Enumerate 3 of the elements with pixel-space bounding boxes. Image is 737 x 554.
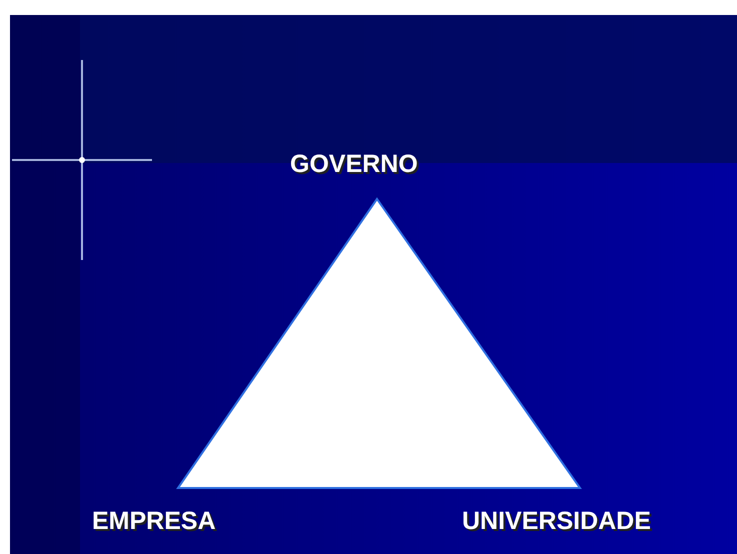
- corner-label: GOVERNO: [290, 149, 418, 180]
- corner-label: EMPRESA: [92, 506, 216, 537]
- corner-label: UNIVERSIDADE: [462, 506, 651, 537]
